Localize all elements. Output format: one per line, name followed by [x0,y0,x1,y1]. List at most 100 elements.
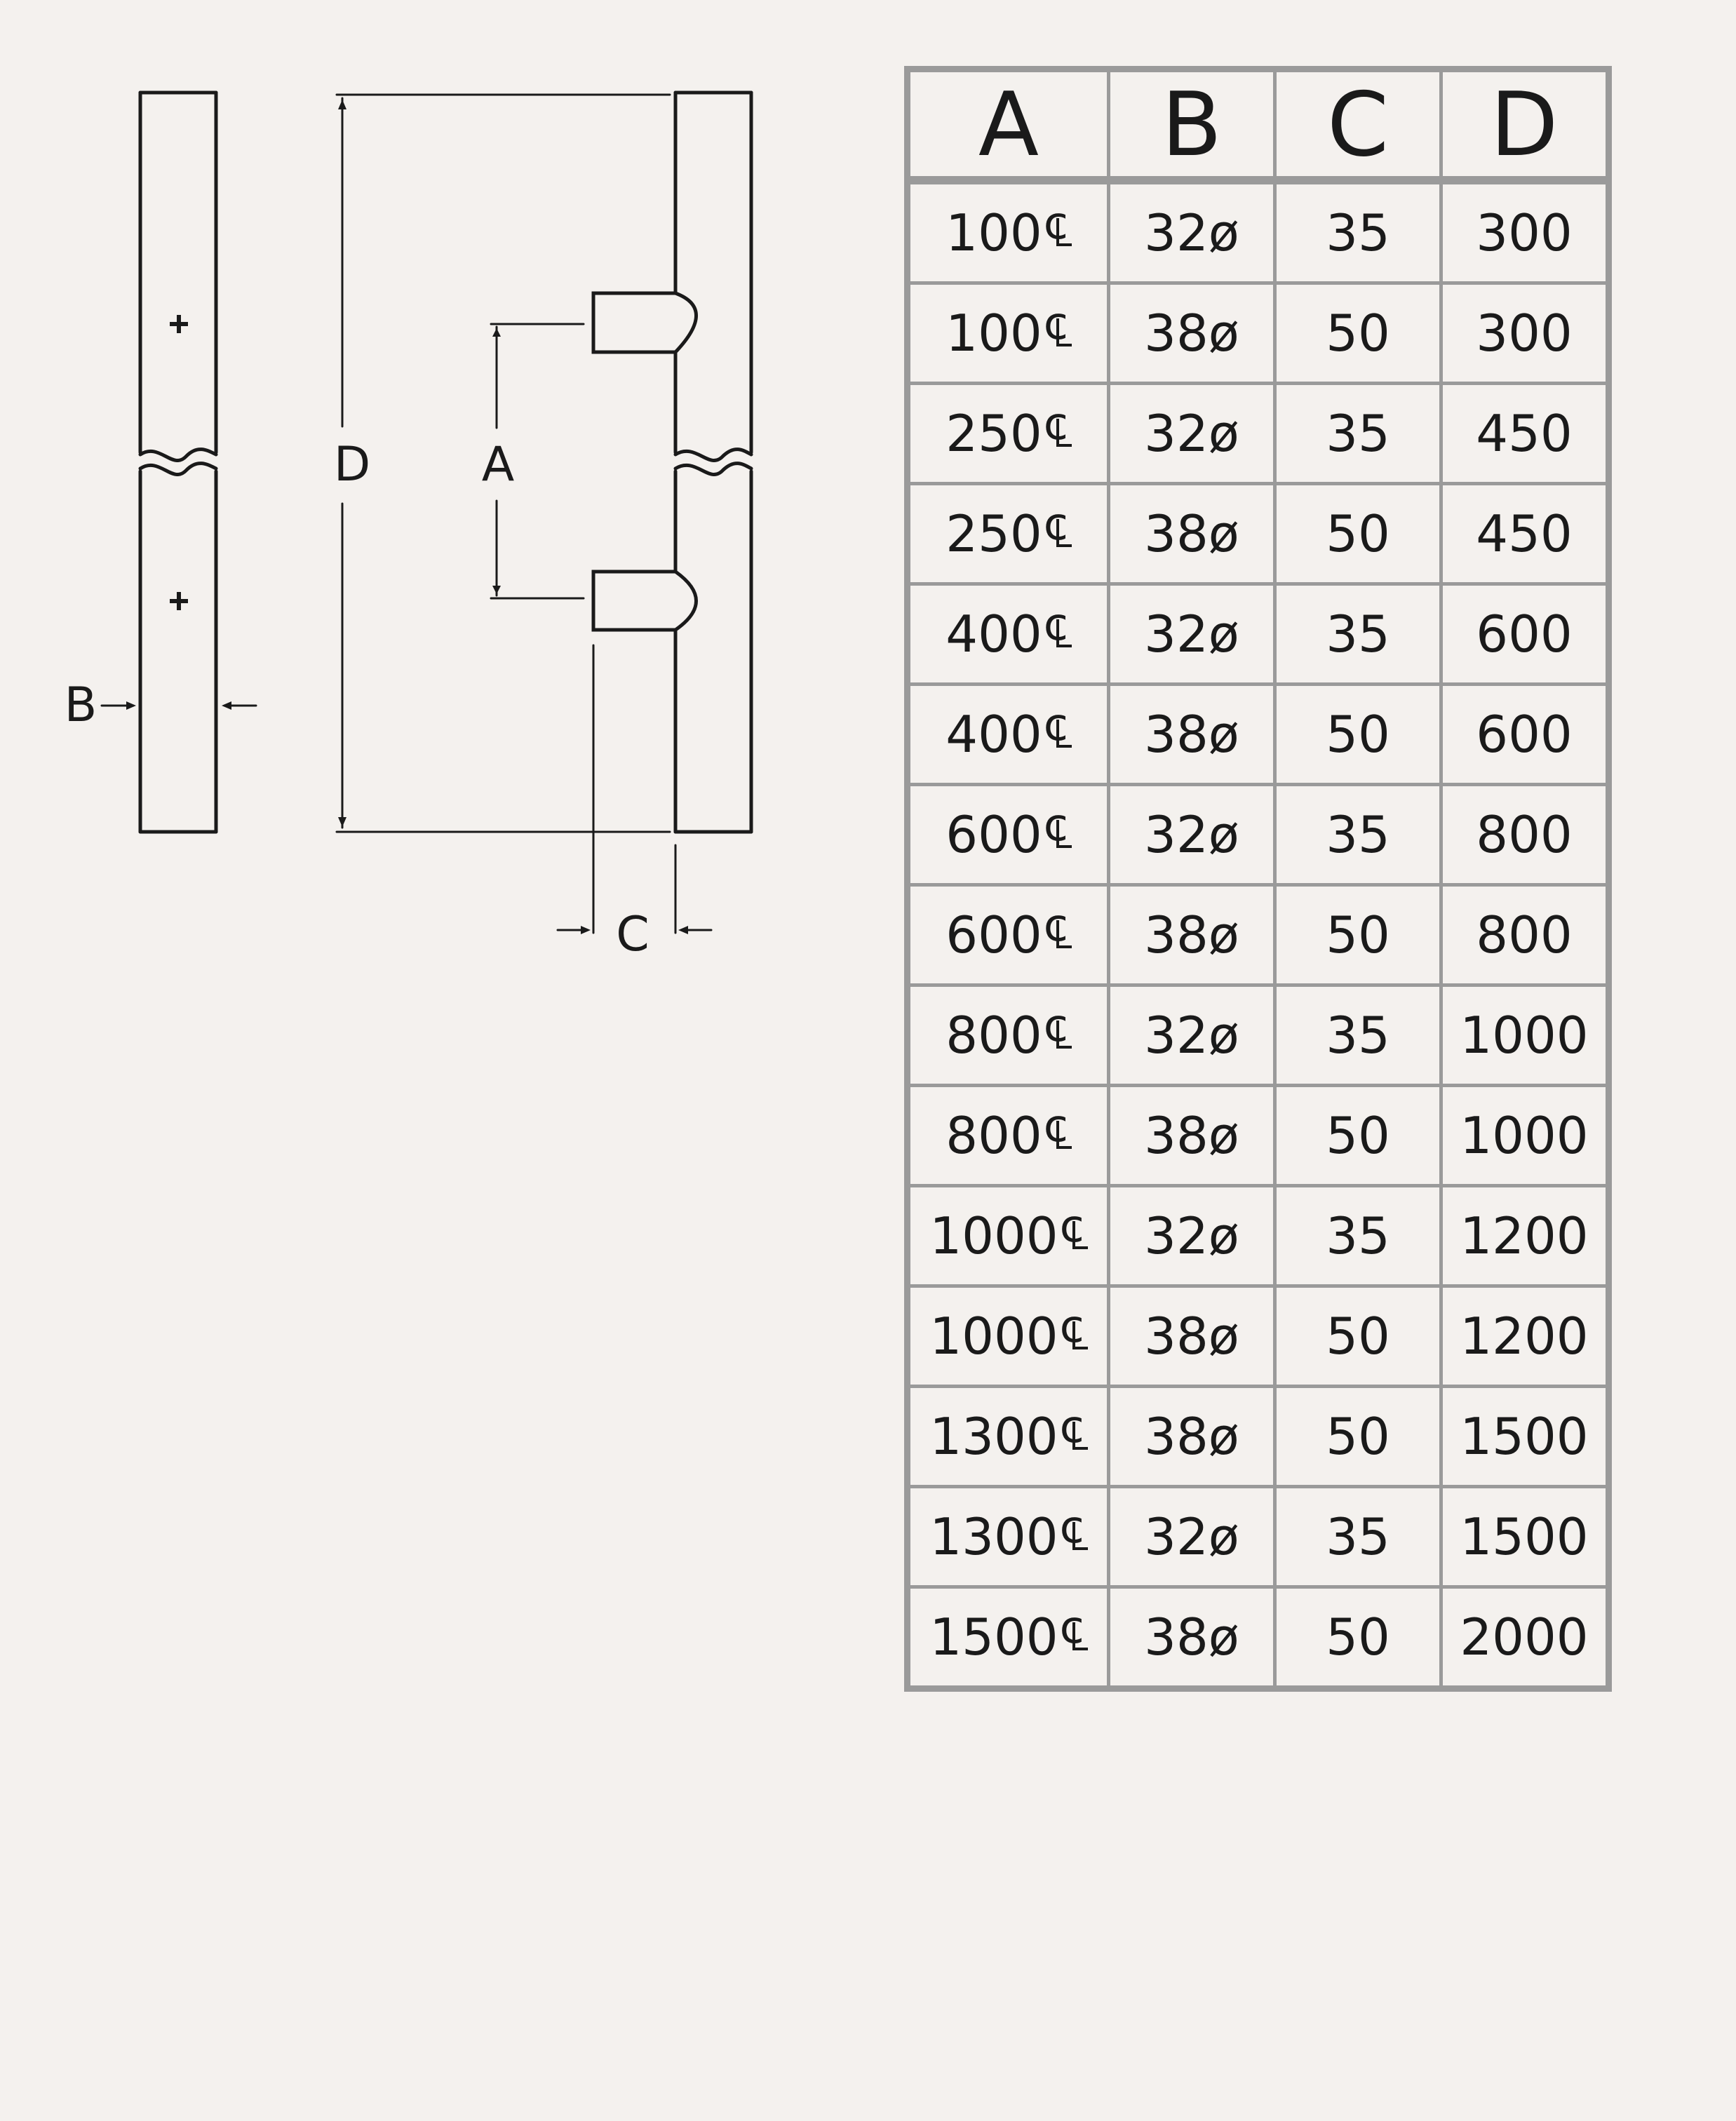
cell-a-value: 250 [946,404,1042,463]
cell-a: 250c [906,482,1110,586]
cell-a: 800c [906,983,1110,1087]
cell-a-value: 1000 [929,1206,1058,1265]
cell-a: 1500c [906,1585,1110,1690]
cell-d: 300 [1439,178,1610,285]
front-view-bar [138,90,218,834]
cell-c: 50 [1273,1385,1443,1488]
header-b: B [1107,67,1277,184]
cell-a: 1300c [906,1485,1110,1589]
cell-d: 1500 [1439,1385,1610,1488]
table-header-row: A B C D [906,67,1610,184]
table-row: 800c32ø351000 [906,983,1610,1087]
centerline-icon: c [1060,1605,1088,1659]
centerline-icon: c [1060,1204,1088,1258]
cell-a: 250c [906,382,1110,485]
cell-a-value: 400 [946,605,1042,664]
pull-handle-diagram: D A C B [65,90,753,962]
cell-c: 35 [1273,983,1443,1087]
cell-b: 38ø [1107,281,1277,385]
cell-d: 2000 [1439,1585,1610,1690]
cell-a-value: 600 [946,805,1042,864]
table-row: 400c38ø50600 [906,682,1610,786]
cell-b: 32ø [1107,1485,1277,1589]
centerline-icon: c [1044,703,1072,756]
dimension-table: A B C D 100c32ø35300100c38ø50300250c32ø3… [904,66,1612,1692]
cell-a: 1300c [906,1385,1110,1488]
cell-c: 50 [1273,482,1443,586]
dimension-label-b: B [65,678,97,733]
cell-b: 38ø [1107,1284,1277,1388]
cell-d: 800 [1439,883,1610,987]
centerline-icon: c [1044,803,1072,856]
cell-a: 400c [906,682,1110,786]
cell-c: 50 [1273,1284,1443,1388]
cell-a-value: 1300 [929,1507,1058,1566]
cell-d: 1000 [1439,983,1610,1087]
table-row: 100c32ø35300 [906,178,1610,285]
centerline-icon: c [1044,302,1072,355]
cell-c: 50 [1273,682,1443,786]
cell-b: 32ø [1107,582,1277,686]
cell-a: 100c [906,178,1110,285]
arrowheads [126,100,688,934]
cell-a-value: 1000 [929,1307,1058,1366]
table-row: 1300c38ø501500 [906,1385,1610,1488]
table-body: 100c32ø35300100c38ø50300250c32ø35450250c… [906,178,1610,1690]
cell-a-value: 250 [946,504,1042,563]
cell-c: 35 [1273,1184,1443,1288]
standoff-legs [591,291,678,632]
header-d: D [1439,67,1610,184]
cell-b: 38ø [1107,1084,1277,1187]
table-row: 250c32ø35450 [906,382,1610,485]
cell-d: 1500 [1439,1485,1610,1589]
cell-c: 50 [1273,1084,1443,1187]
table-row: 1500c38ø502000 [906,1585,1610,1690]
dimension-label-d: D [334,437,370,492]
dimension-a-line [490,323,585,600]
cell-d: 600 [1439,582,1610,686]
cell-c: 35 [1273,582,1443,686]
centerline-icon: c [1060,1505,1088,1558]
cell-a: 600c [906,783,1110,887]
cell-c: 35 [1273,178,1443,285]
cell-d: 800 [1439,783,1610,887]
side-view-bar [673,90,753,834]
centerline-icon: c [1044,903,1072,957]
centerline-icon: c [1044,201,1072,255]
cell-b: 32ø [1107,178,1277,285]
dimension-label-a: A [482,437,515,492]
cell-b: 38ø [1107,883,1277,987]
table-row: 1300c32ø351500 [906,1485,1610,1589]
cell-a: 1000c [906,1184,1110,1288]
cell-a-value: 100 [946,203,1042,262]
cell-a-value: 600 [946,905,1042,964]
cell-d: 450 [1439,382,1610,485]
plus-icon [170,315,188,333]
table-row: 100c38ø50300 [906,281,1610,385]
cell-c: 50 [1273,883,1443,987]
header-a: A [906,67,1110,184]
cell-d: 600 [1439,682,1610,786]
cell-b: 32ø [1107,783,1277,887]
header-c: C [1273,67,1443,184]
cell-d: 300 [1439,281,1610,385]
cell-c: 35 [1273,382,1443,485]
cell-a-value: 800 [946,1006,1042,1065]
cell-b: 38ø [1107,682,1277,786]
table-row: 600c38ø50800 [906,883,1610,987]
cell-b: 32ø [1107,382,1277,485]
cell-c: 50 [1273,1585,1443,1690]
cell-a: 600c [906,883,1110,987]
table-row: 250c38ø50450 [906,482,1610,586]
cell-d: 1000 [1439,1084,1610,1187]
cell-a: 1000c [906,1284,1110,1388]
centerline-icon: c [1044,1004,1072,1057]
table-row: 600c32ø35800 [906,783,1610,887]
cell-b: 32ø [1107,983,1277,1087]
cell-a: 100c [906,281,1110,385]
dimension-d-line [335,93,671,833]
centerline-icon: c [1060,1305,1088,1358]
cell-a-value: 1300 [929,1407,1058,1466]
cell-d: 1200 [1439,1184,1610,1288]
cell-a-value: 800 [946,1106,1042,1165]
